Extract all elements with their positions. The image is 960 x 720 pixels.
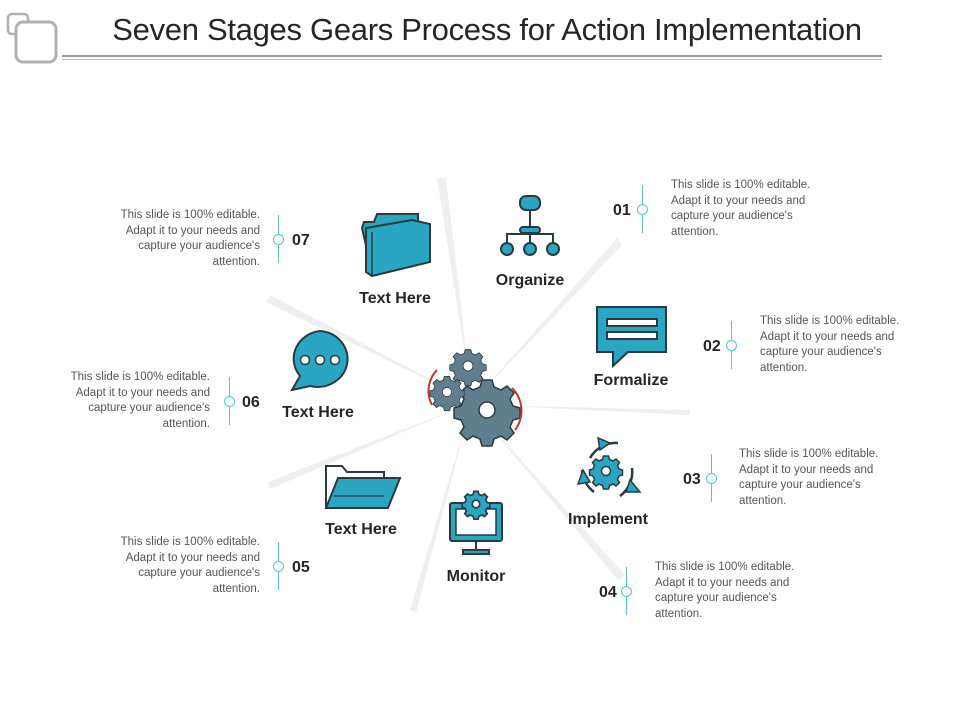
stage-label-07: Text Here bbox=[359, 290, 431, 307]
stage-marker-01 bbox=[637, 185, 649, 233]
title-divider bbox=[62, 55, 882, 61]
stage-number-01: 01 bbox=[613, 202, 631, 219]
page-title: Seven Stages Gears Process for Action Im… bbox=[112, 12, 862, 47]
org-chart-icon bbox=[500, 195, 560, 256]
speech-bubble-icon bbox=[290, 329, 349, 392]
stage-label-monitor: Monitor bbox=[446, 568, 506, 585]
stage-description-03: This slide is 100% editable. Adapt it to… bbox=[739, 448, 879, 507]
stage-description-05: This slide is 100% editable. Adapt it to… bbox=[120, 536, 260, 595]
stage-marker-07 bbox=[273, 215, 285, 263]
gear-arrows bbox=[427, 369, 523, 431]
stage-marker-02 bbox=[726, 321, 738, 369]
gear-cycle-icon bbox=[576, 436, 642, 498]
monitor-gear-icon bbox=[449, 490, 503, 555]
stage-marker-04 bbox=[621, 567, 633, 615]
stage-description-02: This slide is 100% editable. Adapt it to… bbox=[760, 315, 900, 374]
stage-label-organize: Organize bbox=[495, 272, 565, 289]
stage-label-06: Text Here bbox=[282, 404, 354, 421]
stage-number-02: 02 bbox=[703, 338, 721, 355]
stage-description-04: This slide is 100% editable. Adapt it to… bbox=[655, 561, 795, 620]
stage-number-03: 03 bbox=[683, 471, 701, 488]
stage-marker-05 bbox=[273, 542, 285, 590]
logo-icon bbox=[6, 12, 58, 64]
stage-description-07: This slide is 100% editable. Adapt it to… bbox=[120, 209, 260, 268]
stage-label-implement: Implement bbox=[567, 511, 649, 528]
stage-number-07: 07 bbox=[292, 232, 310, 249]
stage-label-05: Text Here bbox=[325, 521, 397, 538]
stage-description-01: This slide is 100% editable. Adapt it to… bbox=[671, 179, 811, 238]
radial-rays bbox=[266, 178, 690, 612]
gears-icon bbox=[429, 349, 521, 447]
stage-marker-03 bbox=[706, 454, 718, 502]
chat-message-icon bbox=[596, 306, 667, 369]
stage-label-formalize: Formalize bbox=[593, 372, 669, 389]
stage-description-06: This slide is 100% editable. Adapt it to… bbox=[70, 371, 210, 430]
open-folder-icon bbox=[324, 465, 402, 509]
stage-number-04: 04 bbox=[599, 584, 617, 601]
stage-marker-06 bbox=[224, 377, 236, 425]
stage-number-06: 06 bbox=[242, 394, 260, 411]
stage-number-05: 05 bbox=[292, 559, 310, 576]
folder-icon bbox=[360, 213, 431, 278]
